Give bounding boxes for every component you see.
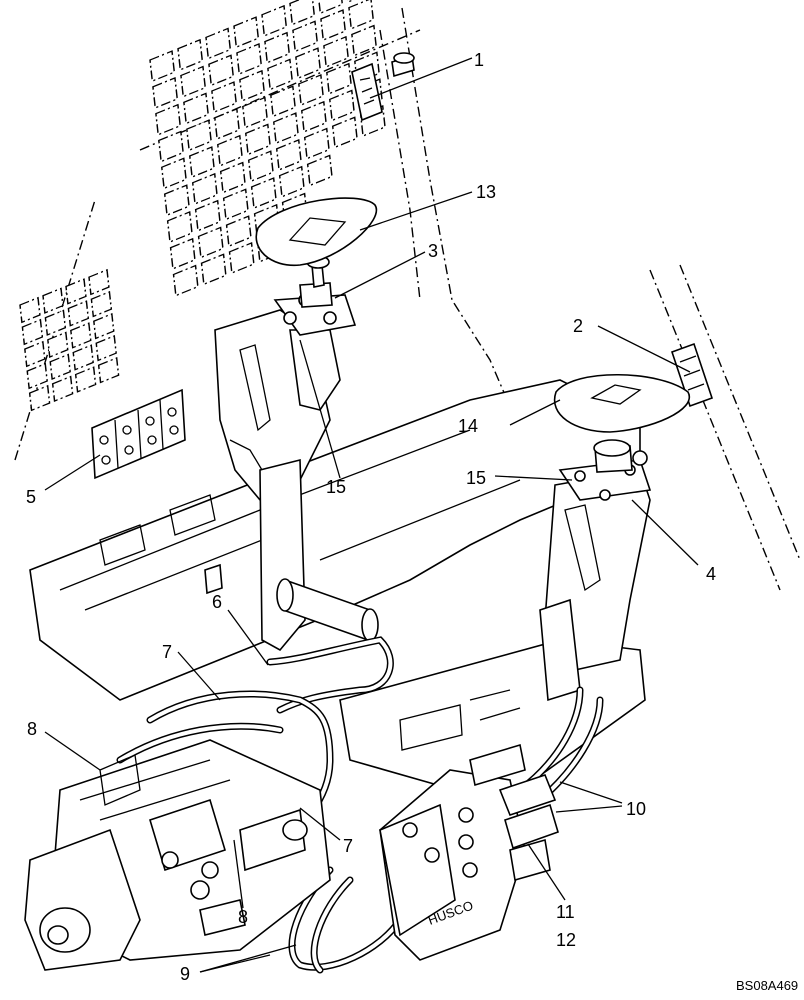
callout-14: 14: [458, 416, 478, 436]
callout-8-lower: 8: [238, 907, 248, 927]
callout-8-left: 8: [27, 719, 37, 739]
leader-lines: [44, 57, 699, 973]
callout-15-left: 15: [326, 477, 346, 497]
warning-decal-upper: [351, 52, 415, 122]
control-decal: [91, 388, 186, 480]
callout-12: 12: [556, 930, 576, 950]
warning-decal-right: [649, 264, 801, 591]
right-joystick: [558, 439, 652, 501]
callout-6: 6: [212, 592, 222, 612]
callout-15-right: 15: [466, 468, 486, 488]
callout-7-lower: 7: [343, 836, 353, 856]
drawing-id: BS08A469: [736, 978, 798, 993]
hydrostatic-pump: [24, 739, 331, 971]
callout-2: 2: [573, 316, 583, 336]
callout-9: 9: [180, 964, 190, 984]
callout-13: 13: [476, 182, 496, 202]
control-valve: HUSCO: [379, 743, 559, 961]
callout-5: 5: [26, 487, 36, 507]
callouts: 1 2 3 4 5 6 7 7 8 8 9 10 11 12 13 14 15 …: [26, 50, 716, 984]
callout-7-upper: 7: [162, 642, 172, 662]
callout-4: 4: [706, 564, 716, 584]
cab-wall-outline: [14, 7, 521, 461]
callout-3: 3: [428, 241, 438, 261]
callout-11: 11: [556, 902, 575, 922]
right-control-tower: [539, 469, 651, 702]
right-boot: [553, 373, 691, 433]
cab-screen-lower: [19, 268, 120, 412]
left-boot: [255, 197, 378, 266]
callout-1: 1: [474, 50, 484, 70]
callout-10: 10: [626, 799, 646, 819]
